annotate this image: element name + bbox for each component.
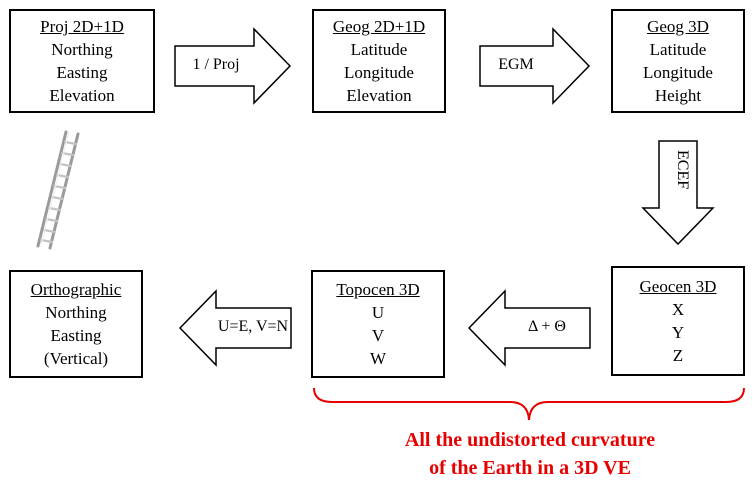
box-geocen-line-2: Y [671, 323, 685, 342]
arrow-uv-label: U=E, V=N [217, 318, 289, 335]
caption-line-2: of the Earth in a 3D VE [429, 457, 631, 479]
arrow-delta-theta-label: Δ + Θ [528, 318, 566, 335]
box-ortho-line-1: Northing [45, 303, 107, 322]
box-topocen-title: Topocen 3D [336, 280, 420, 299]
arrow-egm-label: EGM [498, 56, 534, 73]
box-geocen-line-1: X [671, 300, 685, 319]
curly-brace [313, 387, 745, 421]
box-ortho-title: Orthographic [30, 280, 122, 299]
box-geog2d: Geog 2D+1D Latitude Longitude Elevation [312, 9, 446, 113]
box-proj-title: Proj 2D+1D [40, 17, 124, 36]
box-geog3d-line-3: Height [654, 86, 702, 105]
arrow-egm [479, 27, 591, 105]
box-geog3d: Geog 3D Latitude Longitude Height [611, 9, 745, 113]
arrow-inv-proj [174, 27, 292, 105]
box-geocen-title: Geocen 3D [639, 277, 717, 296]
box-geog2d-title: Geog 2D+1D [332, 17, 426, 36]
box-topocen-line-2: V [371, 326, 385, 345]
ladder-icon [36, 130, 80, 250]
box-topocen-line-1: U [371, 303, 385, 322]
box-geog2d-line-3: Elevation [346, 86, 412, 105]
box-geog3d-line-1: Latitude [649, 40, 707, 59]
box-geog2d-line-2: Longitude [344, 63, 414, 82]
box-geocen-line-3: Z [672, 346, 684, 365]
box-topocen-line-3: W [369, 349, 387, 368]
box-proj-line-3: Elevation [49, 86, 115, 105]
box-geog3d-title: Geog 3D [647, 17, 709, 36]
arrow-delta-theta [467, 289, 591, 367]
caption-line-1: All the undistorted curvature [404, 429, 656, 451]
box-geog2d-line-1: Latitude [350, 40, 408, 59]
arrow-inv-proj-label: 1 / Proj [192, 56, 240, 73]
arrow-ecef [641, 140, 715, 246]
box-ortho: Orthographic Northing Easting (Vertical) [9, 270, 143, 378]
box-proj-line-2: Easting [56, 63, 108, 82]
box-geocen: Geocen 3D X Y Z [611, 266, 745, 376]
box-proj-line-1: Northing [51, 40, 113, 59]
box-topocen: Topocen 3D U V W [311, 270, 445, 378]
arrow-ecef-label: ECEF [674, 150, 691, 190]
box-proj: Proj 2D+1D Northing Easting Elevation [9, 9, 155, 113]
box-ortho-line-2: Easting [50, 326, 102, 345]
arrow-uv [178, 289, 292, 367]
box-ortho-line-3: (Vertical) [43, 349, 109, 368]
box-geog3d-line-2: Longitude [643, 63, 713, 82]
